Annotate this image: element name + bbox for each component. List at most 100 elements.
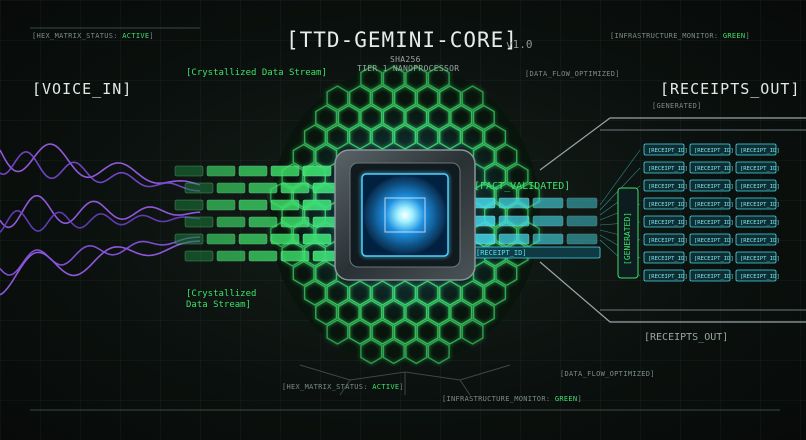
receipt-cell bbox=[689, 269, 731, 282]
hex-cell bbox=[427, 65, 450, 92]
stream-bar bbox=[184, 250, 214, 262]
subtitle-tier: TIER 1 NANOPROCESSOR bbox=[357, 64, 460, 73]
receipt-cell bbox=[643, 143, 685, 156]
receipt-cell bbox=[689, 161, 731, 174]
hex-cell bbox=[427, 338, 450, 365]
receipt-cell-label: [RECEIPT_ID] bbox=[740, 274, 780, 280]
receipt-cell bbox=[689, 215, 731, 228]
stream-label-top: [Crystallized Data Stream] bbox=[186, 68, 327, 78]
stream-bar bbox=[206, 199, 236, 211]
hex-cell bbox=[360, 65, 383, 92]
hex-matrix-status-bottom: [HEX_MATRIX_STATUS: ACTIVE] bbox=[282, 383, 404, 391]
receipt-cell bbox=[689, 179, 731, 192]
hex-cell bbox=[439, 85, 462, 111]
receipt-cell-label: [RECEIPT_ID] bbox=[740, 166, 780, 172]
stream-bar bbox=[216, 250, 246, 262]
circuit-traces bbox=[30, 27, 780, 411]
output-bar bbox=[566, 215, 598, 227]
receipt-cell-label: [RECEIPT_ID] bbox=[694, 274, 734, 280]
infrastructure-monitor-bottom: [INFRASTRUCTURE_MONITOR: GREEN] bbox=[442, 395, 582, 403]
receipt-cell bbox=[735, 215, 777, 228]
hex-cell bbox=[405, 338, 428, 365]
receipt-cell-label: [RECEIPT_ID] bbox=[694, 202, 734, 208]
hex-cell bbox=[315, 104, 338, 131]
receipt-cell-label: [RECEIPT_ID] bbox=[740, 202, 780, 208]
stream-bar bbox=[174, 165, 204, 177]
stream-label-bottom-1: [Crystallized bbox=[186, 289, 257, 299]
voice-wave bbox=[0, 236, 201, 276]
stream-bar bbox=[184, 216, 214, 228]
hex-cell bbox=[326, 85, 349, 111]
output-bar bbox=[532, 215, 564, 227]
stream-bar bbox=[206, 233, 236, 245]
receipt-cell-label: [RECEIPT_ID] bbox=[740, 220, 780, 226]
stream-bar bbox=[216, 182, 246, 194]
receipt-cell bbox=[643, 161, 685, 174]
receipt-cell-label: [RECEIPT_ID] bbox=[694, 166, 734, 172]
output-bar bbox=[566, 233, 598, 245]
receipt-cell-label: [RECEIPT_ID] bbox=[648, 238, 688, 244]
hex-cell bbox=[472, 104, 495, 131]
receipt-cell bbox=[735, 197, 777, 210]
receipt-cell bbox=[689, 143, 731, 156]
stream-bar bbox=[216, 216, 246, 228]
hex-cell bbox=[393, 85, 417, 111]
receipt-cell bbox=[735, 143, 777, 156]
hex-cell bbox=[416, 85, 439, 111]
receipt-cell-label: [RECEIPT_ID] bbox=[648, 148, 688, 154]
hex-cell bbox=[326, 319, 349, 345]
receipt-cell bbox=[689, 251, 731, 264]
hex-cell bbox=[348, 85, 371, 111]
page-title: [TTD-GEMINI-CORE] bbox=[286, 28, 518, 52]
receipt-cell bbox=[643, 197, 685, 210]
receipts-out-bottom: [RECEIPTS_OUT] bbox=[644, 332, 729, 343]
generated-bracket bbox=[617, 187, 639, 279]
receipt-cell bbox=[643, 251, 685, 264]
receipt-cell bbox=[643, 215, 685, 228]
receipt-cell-label: [RECEIPT_ID] bbox=[740, 256, 780, 262]
output-bar bbox=[532, 197, 564, 209]
hex-cell bbox=[405, 65, 428, 92]
voice-in-label: [VOICE_IN] bbox=[32, 80, 133, 98]
receipt-cell-label: [RECEIPT_ID] bbox=[648, 220, 688, 226]
receipt-cell-label: [RECEIPT_ID] bbox=[740, 184, 780, 190]
voice-wave bbox=[0, 143, 201, 186]
receipt-cell bbox=[643, 233, 685, 246]
generated-vertical: [GENERATED] bbox=[623, 212, 632, 265]
receipt-cell-label: [RECEIPT_ID] bbox=[694, 256, 734, 262]
voice-wave bbox=[0, 240, 201, 296]
stream-bar bbox=[238, 199, 268, 211]
stream-label-bottom-2: Data Stream] bbox=[186, 300, 252, 310]
receipt-grid: [RECEIPT_ID] [RECEIPT_ID] [RECEIPT_ID] [REC… bbox=[643, 143, 780, 282]
receipts-out-label: [RECEIPTS_OUT] bbox=[660, 80, 801, 98]
fact-validated-label: [FACT_VALIDATED] bbox=[474, 181, 571, 192]
hex-cell bbox=[461, 85, 484, 111]
receipt-cell-label: [RECEIPT_ID] bbox=[740, 238, 780, 244]
stream-bar bbox=[174, 199, 204, 211]
infrastructure-monitor-top: [INFRASTRUCTURE_MONITOR: GREEN] bbox=[610, 32, 750, 40]
data-flow-bottom: [DATA_FLOW_OPTIMIZED] bbox=[560, 370, 655, 378]
subtitle-sha: SHA256 bbox=[390, 55, 421, 64]
output-bar bbox=[566, 197, 598, 209]
receipt-cell-label: [RECEIPT_ID] bbox=[694, 184, 734, 190]
hex-cell bbox=[461, 319, 484, 345]
stream-bar bbox=[248, 182, 278, 194]
hex-cell bbox=[360, 338, 383, 365]
stream-bar bbox=[206, 165, 236, 177]
receipts-output-housing bbox=[539, 117, 806, 323]
receipt-cell bbox=[735, 233, 777, 246]
hex-cell bbox=[382, 338, 405, 365]
receipt-cell-label: [RECEIPT_ID] bbox=[694, 148, 734, 154]
output-bar bbox=[532, 233, 564, 245]
stream-bar bbox=[248, 250, 278, 262]
voice-wave bbox=[0, 209, 201, 233]
hex-matrix-status-top: [HEX_MATRIX_STATUS: ACTIVE] bbox=[32, 32, 154, 40]
glowing-core bbox=[361, 173, 449, 257]
receipt-cell-label: [RECEIPT_ID] bbox=[694, 238, 734, 244]
stream-bar bbox=[238, 233, 268, 245]
receipt-cell-label: [RECEIPT_ID] bbox=[648, 202, 688, 208]
data-flow-top: [DATA_FLOW_OPTIMIZED] bbox=[525, 70, 620, 78]
hex-cell bbox=[371, 85, 394, 111]
receipt-cell-label: [RECEIPT_ID] bbox=[694, 220, 734, 226]
